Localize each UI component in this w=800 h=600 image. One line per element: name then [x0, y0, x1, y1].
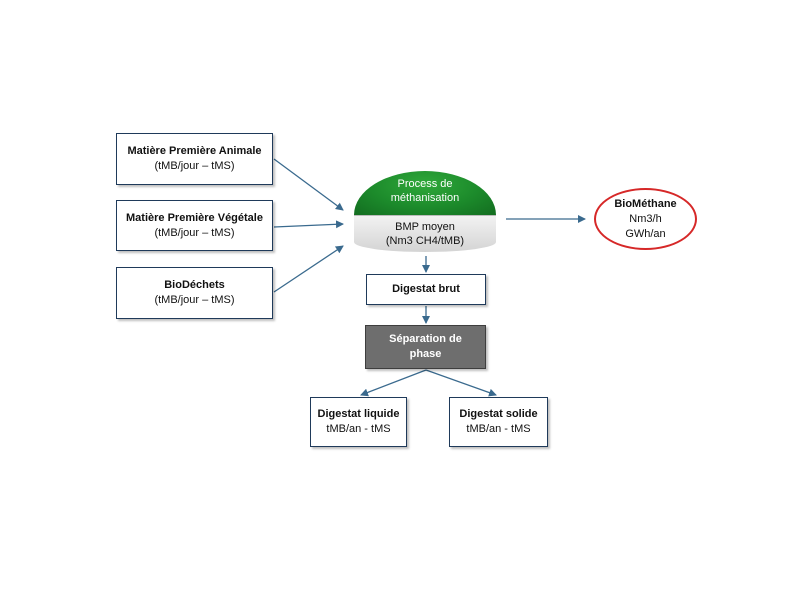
- digestat-brut-box: Digestat brut: [366, 274, 486, 305]
- bmp-label-line1: BMP moyen: [395, 221, 455, 233]
- process-label-line2: méthanisation: [390, 192, 460, 204]
- source-biodechets-unit: (tMB/jour – tMS): [154, 294, 235, 306]
- source-vegetal-unit: (tMB/jour – tMS): [154, 226, 235, 239]
- biomethane-unit-energy: GWh/an: [625, 227, 666, 240]
- arrow-vegetal-to-digester: [273, 220, 344, 229]
- phase-separation-box: Séparation de phase: [365, 325, 486, 369]
- source-animal-title: Matière Première Animale: [127, 145, 262, 157]
- source-box-animal: Matière Première Animale (tMB/jour – tMS…: [116, 133, 273, 185]
- process-label-line1: Process de: [397, 178, 453, 190]
- separation-title-line1: Séparation de: [389, 333, 462, 345]
- source-box-vegetal: Matière Première Végétale (tMB/jour – tM…: [116, 200, 273, 251]
- biomethane-output: BioMéthane Nm3/h GWh/an: [594, 188, 697, 250]
- arrow-separation-to-solide: [425, 369, 497, 397]
- separation-title-line2: phase: [409, 348, 442, 360]
- digestat-brut-title: Digestat brut: [392, 283, 460, 295]
- arrow-animal-to-digester: [273, 158, 344, 211]
- digester-dome: Process de méthanisation: [354, 171, 496, 215]
- digestat-liquide-box: Digestat liquide tMB/an - tMS: [310, 397, 407, 447]
- source-box-biodechets: BioDéchets (tMB/jour – tMS): [116, 267, 273, 319]
- digestat-liquide-unit: tMB/an - tMS: [326, 423, 391, 435]
- source-vegetal-title: Matière Première Végétale: [126, 211, 263, 224]
- digestat-liquide-title: Digestat liquide: [317, 408, 400, 420]
- arrow-separation-to-liquide: [360, 369, 427, 397]
- source-biodechets-title: BioDéchets: [164, 279, 225, 291]
- digester-body: BMP moyen (Nm3 CH4/tMB): [354, 215, 496, 252]
- digestat-solide-box: Digestat solide tMB/an - tMS: [449, 397, 548, 447]
- digester-tank: Process de méthanisation BMP moyen (Nm3 …: [354, 171, 496, 255]
- biomethane-title: BioMéthane: [614, 197, 677, 210]
- biomethane-unit-flow: Nm3/h: [629, 212, 662, 225]
- source-animal-unit: (tMB/jour – tMS): [154, 160, 235, 172]
- bmp-label-line2: (Nm3 CH4/tMB): [385, 235, 465, 247]
- digestat-solide-title: Digestat solide: [459, 408, 538, 420]
- digestat-solide-unit: tMB/an - tMS: [466, 423, 531, 435]
- arrow-biodechets-to-digester: [273, 245, 344, 293]
